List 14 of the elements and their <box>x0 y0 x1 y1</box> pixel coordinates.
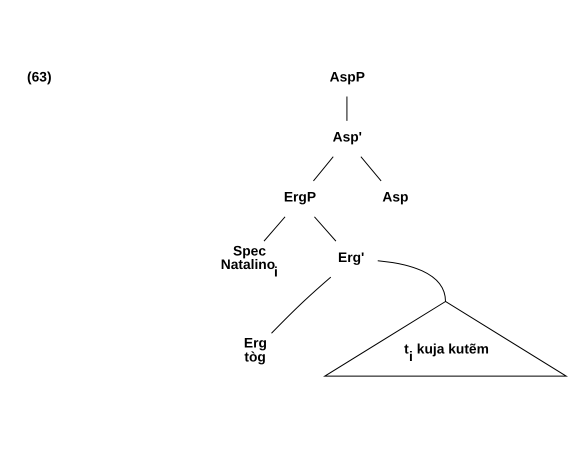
node-text: AspP <box>330 68 365 84</box>
connector <box>346 96 348 121</box>
node-text: Erg tòg <box>244 335 267 364</box>
connector <box>314 216 336 242</box>
node-text: Asp <box>382 189 408 204</box>
connector <box>360 156 382 181</box>
connector <box>377 260 446 302</box>
node-text: Erg' <box>338 249 364 264</box>
label: (63) <box>27 68 52 84</box>
connector <box>312 156 334 181</box>
node-text: ErgP <box>284 189 316 204</box>
connector <box>271 276 332 334</box>
connector <box>264 216 286 242</box>
node-text: Asp' <box>332 128 362 144</box>
